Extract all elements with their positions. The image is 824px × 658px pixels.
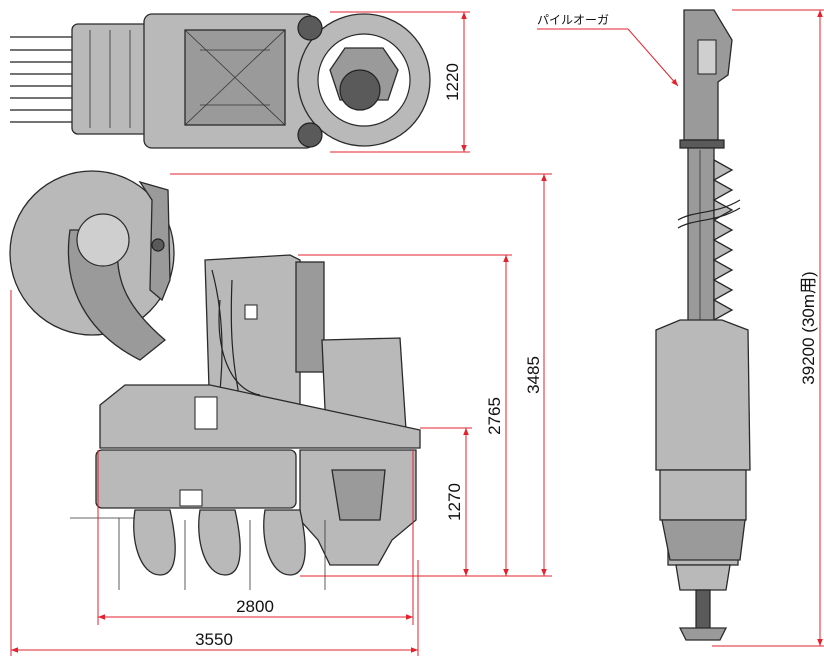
dim-39200: 39200 (30m用)	[712, 9, 824, 647]
dim-1220: 1220	[330, 11, 470, 153]
dim-label-3550: 3550	[195, 630, 233, 649]
top-view-machine	[10, 13, 431, 149]
dim-label-1270: 1270	[445, 483, 464, 521]
dim-3550: 3550	[10, 290, 419, 656]
dim-2800: 2800	[97, 450, 414, 625]
dim-label-2800: 2800	[236, 597, 274, 616]
dim-label-3485: 3485	[524, 356, 543, 394]
dim-2765: 2765	[298, 254, 512, 576]
dim-3485: 3485	[170, 173, 552, 577]
side-view-machine	[9, 170, 421, 590]
pile-auger	[655, 9, 751, 641]
dim-1270: 1270	[420, 427, 472, 576]
dim-label-39200: 39200 (30m用)	[799, 271, 818, 384]
callout-label-pile-auger: パイルオーガ	[537, 13, 609, 27]
dim-label-2765: 2765	[485, 397, 504, 435]
callout-pile-auger: パイルオーガ	[537, 13, 679, 87]
dim-label-1220: 1220	[443, 63, 462, 101]
